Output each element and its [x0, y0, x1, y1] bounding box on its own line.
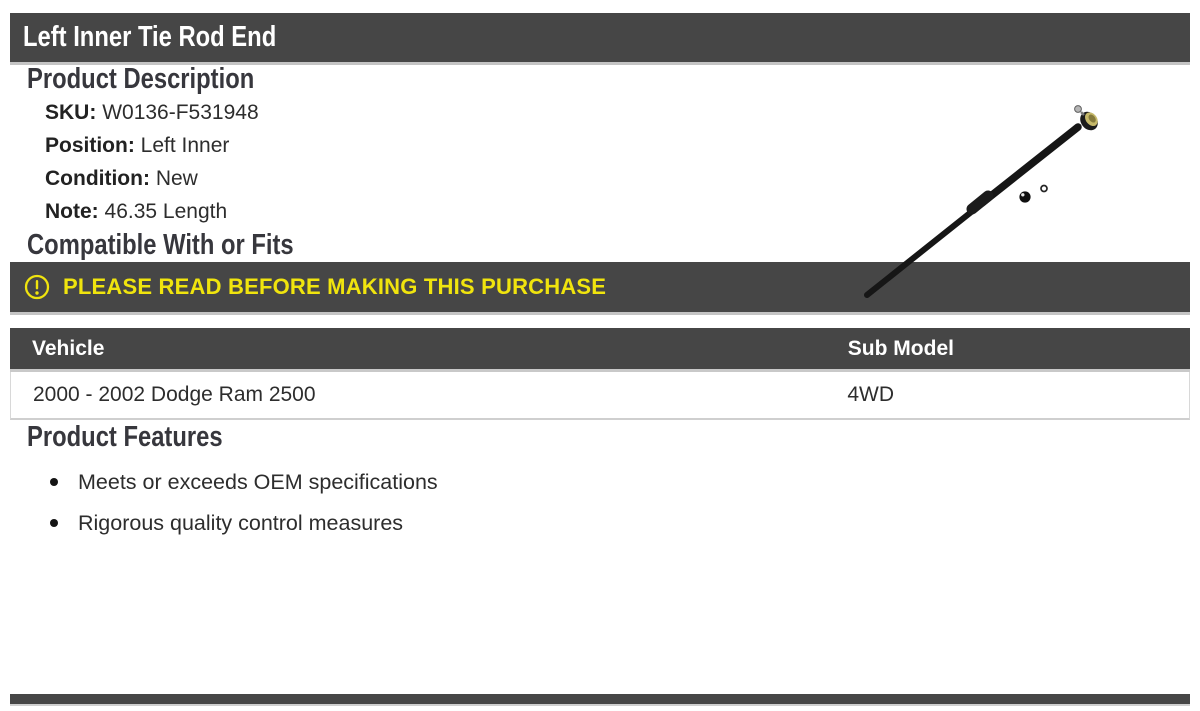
list-item: Meets or exceeds OEM specifications [50, 468, 1190, 496]
product-description-heading: Product Description [27, 63, 255, 95]
features-list: Meets or exceeds OEM specifications Rigo… [10, 468, 1190, 537]
column-header-submodel: Sub Model [847, 336, 954, 360]
tie-rod-product-image [864, 105, 1098, 298]
feature-text: Rigorous quality control measures [78, 511, 404, 535]
column-header-vehicle: Vehicle [32, 336, 105, 360]
fitment-table-header: Vehicle Sub Model [10, 328, 1190, 369]
feature-text: Meets or exceeds OEM specifications [78, 470, 438, 494]
detail-label: SKU: [45, 101, 97, 124]
list-item: Rigorous quality control measures [50, 509, 1190, 537]
detail-row-note: Note: 46.35 Length [45, 195, 1190, 228]
detail-row-position: Position: Left Inner [45, 129, 1190, 162]
fitment-table: Vehicle Sub Model 2000 - 2002 Dodge Ram … [10, 328, 1190, 420]
product-features-heading: Product Features [27, 421, 223, 453]
next-section-bar-cropped [10, 694, 1190, 704]
product-details: SKU: W0136-F531948 Position: Left Inner … [45, 96, 1190, 228]
detail-value: New [155, 167, 198, 190]
fitment-table-row: 2000 - 2002 Dodge Ram 2500 4WD [10, 372, 1190, 420]
detail-row-sku: SKU: W0136-F531948 [45, 96, 1190, 129]
compatibility-section: Compatible With or Fits PLEASE READ BEFO… [10, 228, 1190, 420]
detail-label: Condition: [45, 167, 150, 190]
bullet-icon [50, 478, 58, 486]
page-title: Left Inner Tie Rod End [23, 21, 277, 53]
product-description-section: Product Description SKU: W0136-F531948 P… [10, 62, 1190, 228]
warning-text: PLEASE READ BEFORE MAKING THIS PURCHASE [63, 274, 607, 299]
detail-row-condition: Condition: New [45, 162, 1190, 195]
detail-label: Position: [45, 134, 135, 157]
detail-value: Left Inner [140, 134, 230, 157]
detail-value: W0136-F531948 [102, 101, 259, 124]
purchase-warning-banner: PLEASE READ BEFORE MAKING THIS PURCHASE [10, 262, 1190, 312]
product-title-bar: Left Inner Tie Rod End [10, 13, 1190, 62]
bullet-icon [50, 519, 58, 527]
product-features-section: Product Features Meets or exceeds OEM sp… [10, 420, 1190, 537]
alert-circle-icon [24, 274, 50, 300]
submodel-cell: 4WD [847, 383, 895, 406]
detail-value: 46.35 Length [104, 200, 228, 223]
vehicle-cell: 2000 - 2002 Dodge Ram 2500 [33, 383, 316, 406]
detail-label: Note: [45, 200, 99, 223]
compatibility-heading: Compatible With or Fits [27, 229, 294, 261]
